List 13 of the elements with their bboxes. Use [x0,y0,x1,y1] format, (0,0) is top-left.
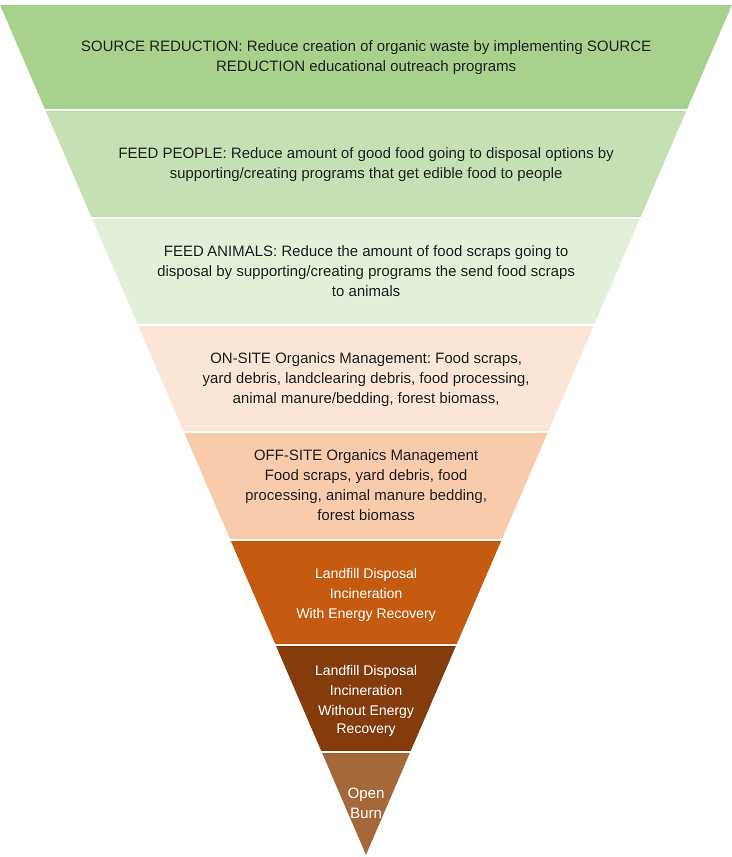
tier-text: ON-SITE Organics Management: Food scraps, yard debris, landclearing debris, food processing, animal manure/bedding, forest biomass, [202,348,530,408]
tier-text: FEED PEOPLE: Reduce amount of good food going to disposal options by supporting/creating programs that get edible food to people [117,144,615,184]
tier-text: With Energy Recovery [296,604,436,622]
tier-text: Open Burn [346,784,386,824]
tier-text: Without Energy Recovery [317,700,415,736]
tier-text: SOURCE REDUCTION: Reduce creation of organic waste by implementing SOURCE REDUCTION educational outreach programs [80,37,652,77]
tier-text: Incineration [330,680,402,698]
tier-text: FEED ANIMALS: Reduce the amount of food scraps going to disposal by supporting/creating programs the send food scraps to animals [156,242,576,302]
pyramid-tier [0,5,732,109]
tier-text: OFF-SITE Organics Management Food scraps, yard debris, food processing, animal manure bedding, forest biomass [244,446,488,526]
tier-text: Incineration [330,584,402,602]
tier-text: Landfill Disposal [315,564,417,582]
tier-text: Landfill Disposal [315,660,417,678]
